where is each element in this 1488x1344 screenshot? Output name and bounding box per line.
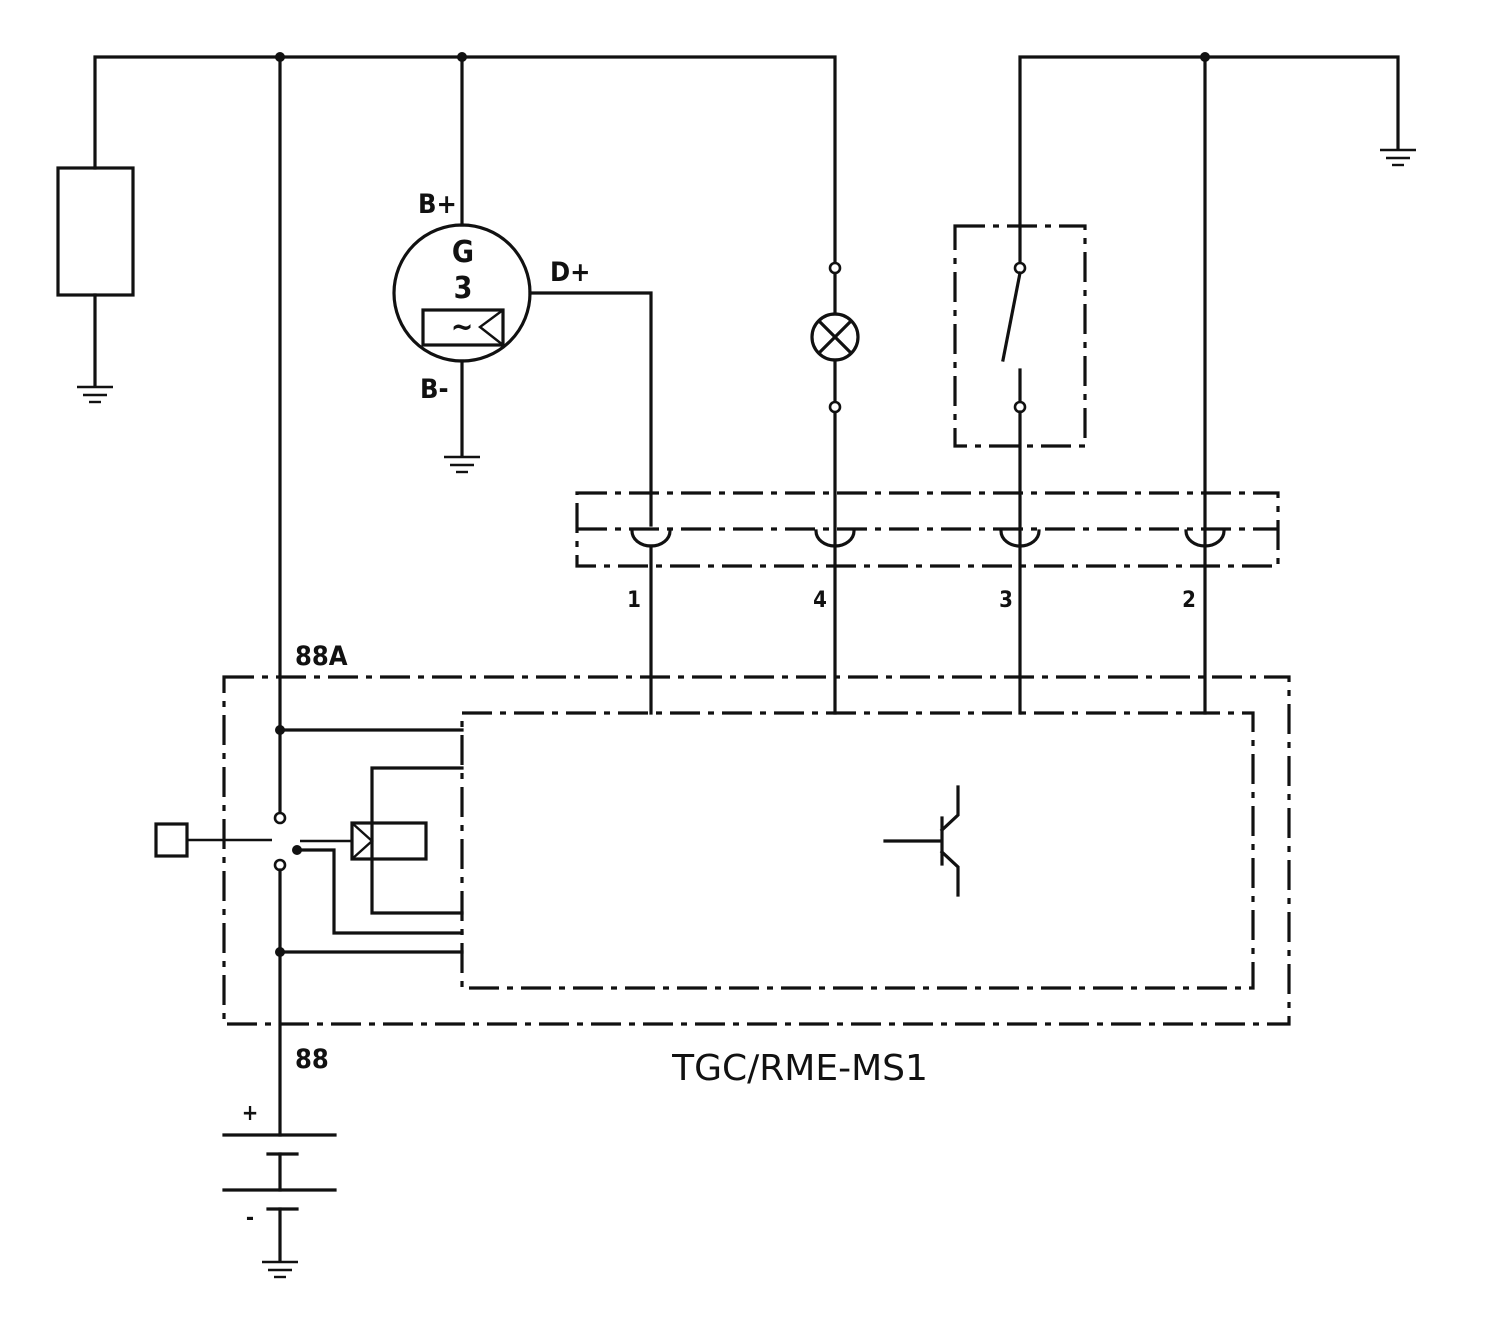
top-supply-bus: [93, 52, 837, 817]
battery-plus-label: +: [242, 1101, 259, 1126]
terminal-label-88: 88: [295, 1044, 329, 1075]
generator-label-3: 3: [454, 271, 473, 306]
terminal-label-88a: 88A: [295, 641, 348, 672]
pin-label-2: 2: [1182, 588, 1196, 613]
transistor-symbol: [883, 785, 960, 897]
load-resistor: [56, 166, 135, 387]
generator-label-g: G: [452, 235, 474, 270]
right-supply-bus: [1018, 52, 1400, 715]
battery-minus-label: -: [246, 1206, 254, 1231]
module-enclosure: [222, 675, 1291, 1026]
battery-symbol: [222, 1133, 337, 1262]
relay-wiring: [273, 725, 464, 1137]
external-control-terminal: [154, 822, 272, 858]
b-plus-label: B+: [418, 189, 457, 220]
ground-icon: [444, 455, 480, 474]
ground-icon: [262, 1260, 298, 1279]
generator-wave-label: ~: [451, 310, 474, 345]
switch-symbol: [953, 224, 1087, 715]
b-minus-label: B-: [420, 374, 449, 405]
pin-label-3: 3: [999, 588, 1013, 613]
ground-icon: [77, 385, 113, 404]
pin-label-1: 1: [627, 588, 641, 613]
ground-icon: [1380, 148, 1416, 167]
connector-block: [575, 491, 1280, 715]
d-plus-label: D+: [550, 257, 591, 288]
module-name: TGC/RME-MS1: [671, 1048, 928, 1089]
pin-label-4: 4: [813, 588, 827, 613]
indicator-lamp: [810, 261, 860, 715]
generator-symbol: [392, 223, 653, 527]
